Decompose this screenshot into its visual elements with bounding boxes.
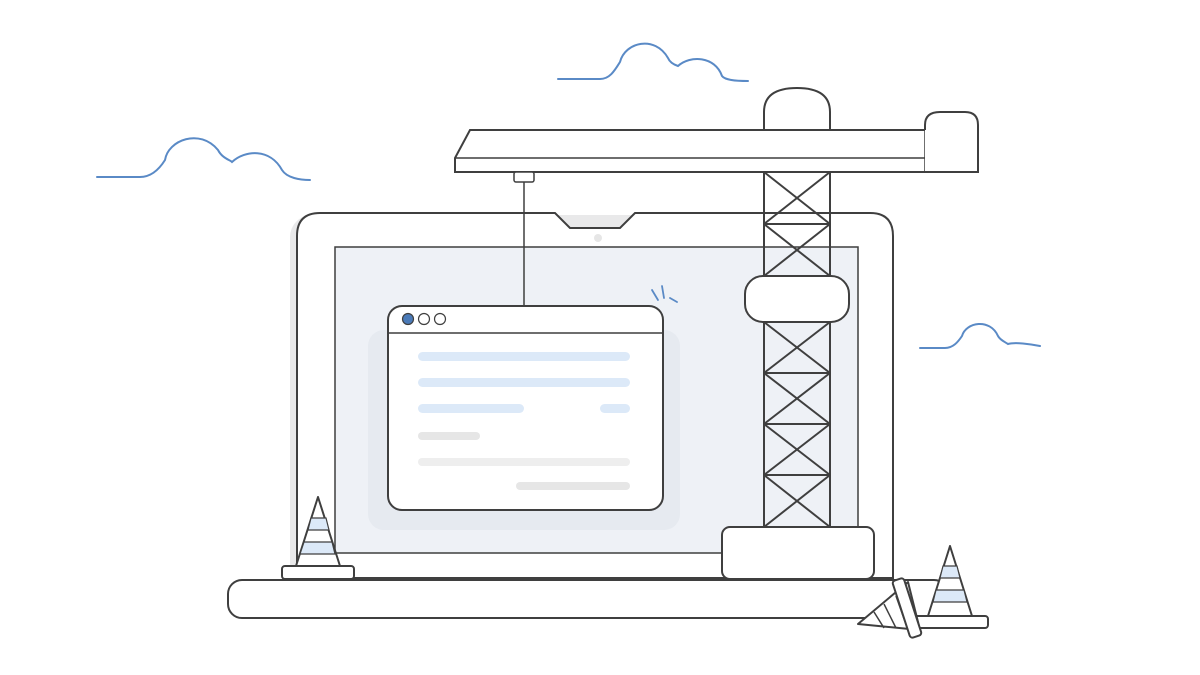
crane-icon <box>454 86 979 580</box>
traffic-cone-icon <box>857 577 923 639</box>
cloud-icon <box>96 137 311 181</box>
window-dot-icon <box>433 312 447 326</box>
traffic-cone-icon <box>913 545 989 629</box>
window-dot-icon <box>401 312 415 326</box>
cloud-icon <box>919 323 1041 349</box>
cloud-icon <box>557 42 749 82</box>
window-dot-icon <box>417 312 431 326</box>
traffic-cone-icon <box>281 496 355 580</box>
browser-window-icon <box>368 285 680 530</box>
